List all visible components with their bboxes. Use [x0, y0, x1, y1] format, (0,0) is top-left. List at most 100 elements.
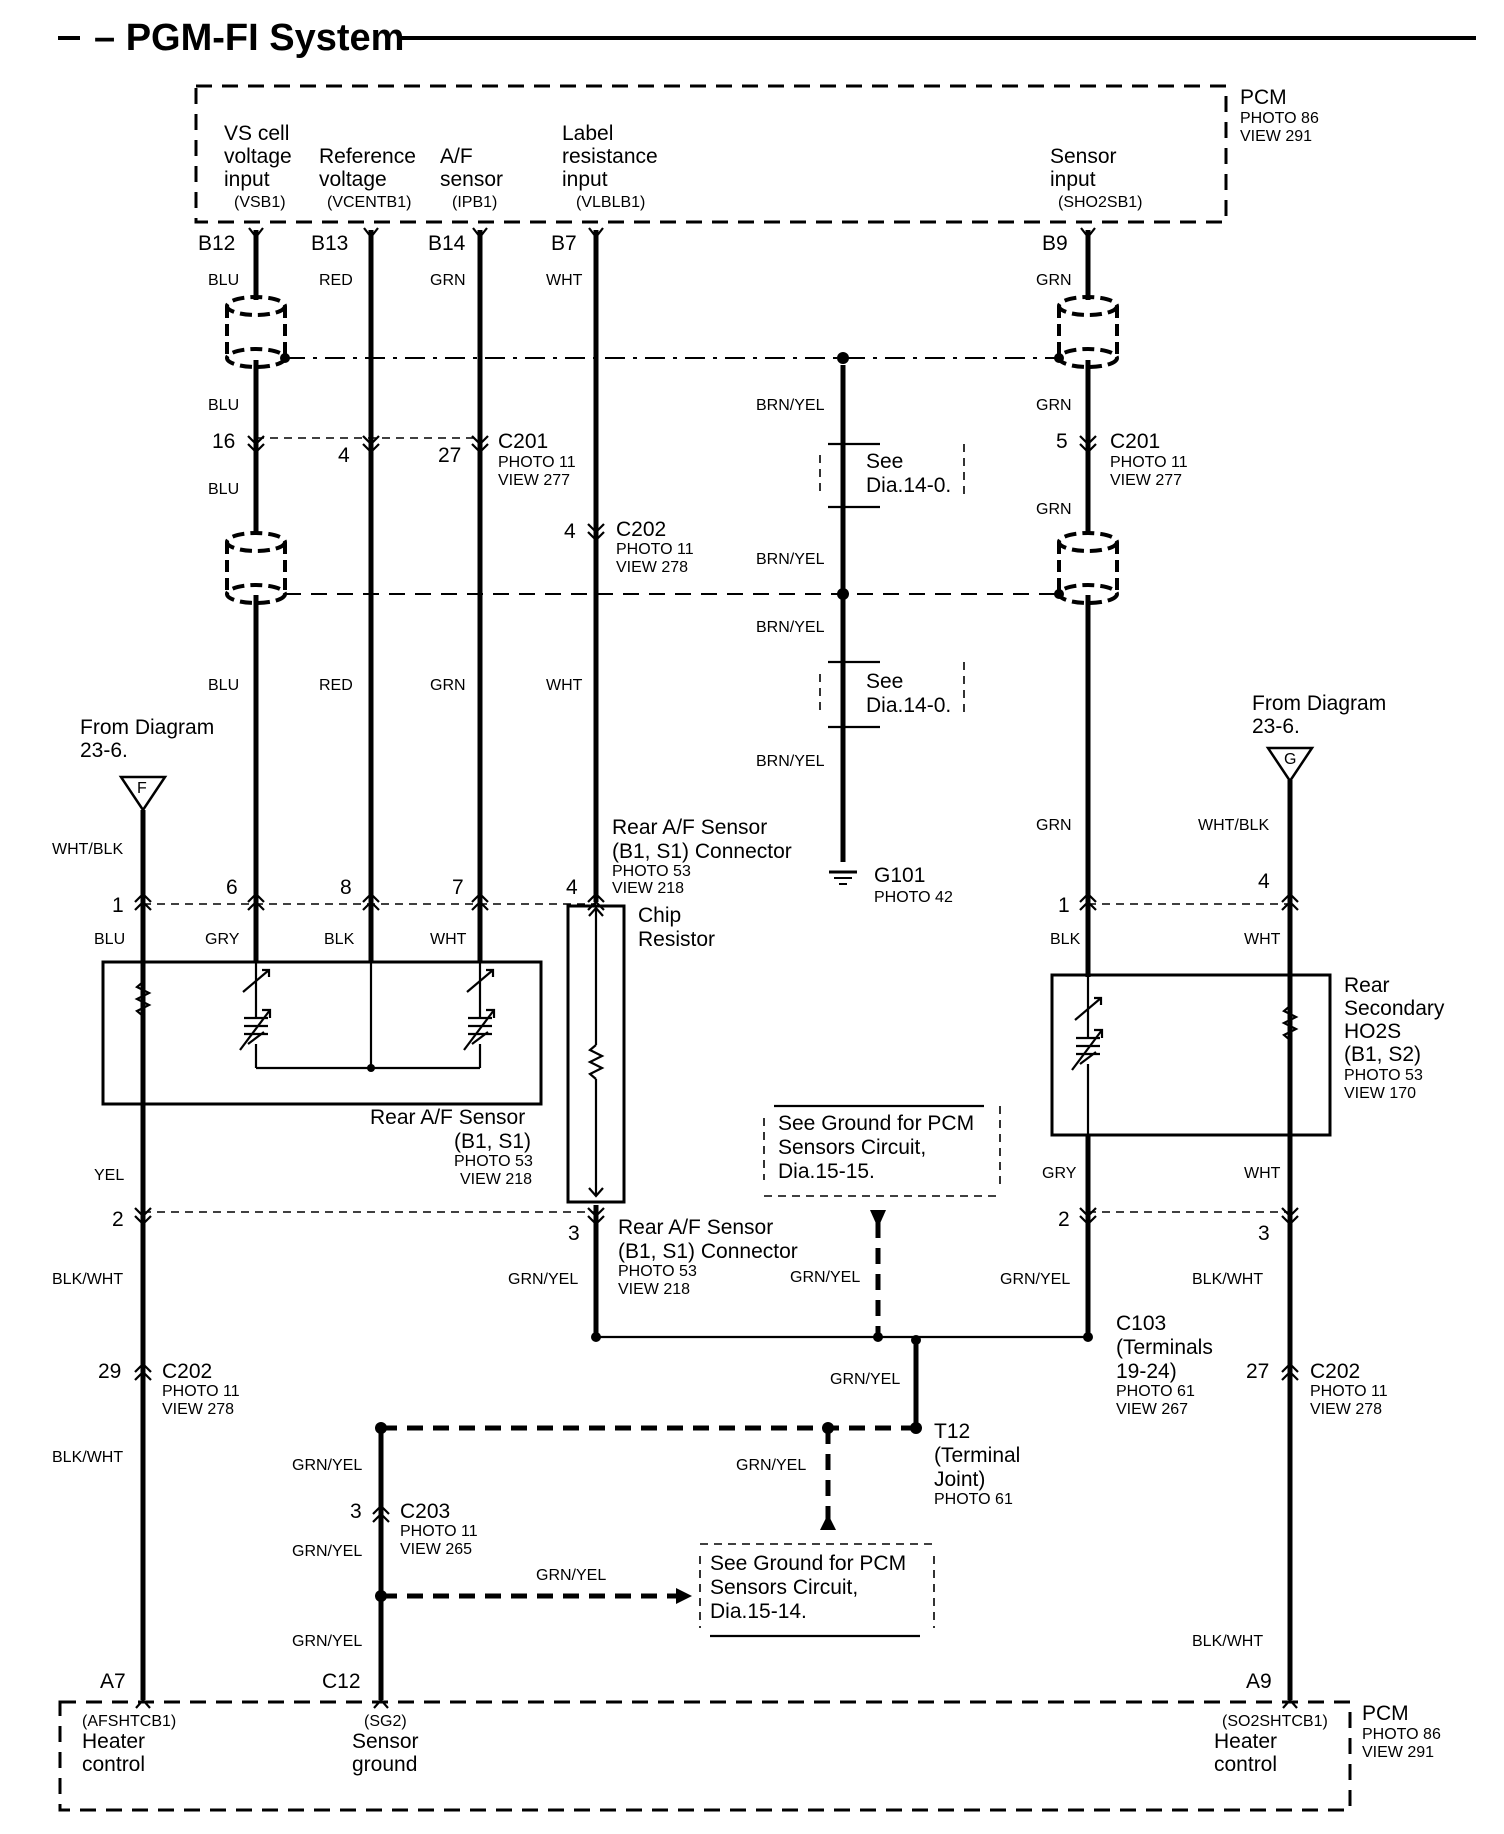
af-conn-pin-4: 4	[566, 876, 578, 899]
svg-text:Secondary: Secondary	[1344, 997, 1445, 1020]
wire-label-grnyel-8: GRN/YEL	[536, 1567, 606, 1584]
c203-label: C203 PHOTO 11 VIEW 265	[400, 1500, 478, 1558]
pcm-input-sensor: Sensor input (SHO2SB1)	[1050, 145, 1142, 211]
pin-b7: B7	[551, 232, 577, 255]
pcm-top-box	[194, 84, 1228, 224]
pin-b13: B13	[311, 232, 348, 255]
pin-c12: C12	[322, 1670, 361, 1693]
wire-label-wht-1: WHT	[546, 272, 583, 289]
svg-text:(AFSHTCB1): (AFSHTCB1)	[82, 1713, 176, 1730]
wire-label-wht-3: WHT	[430, 931, 467, 948]
pin-b9: B9	[1042, 232, 1068, 255]
svg-text:VIEW 277: VIEW 277	[498, 472, 570, 489]
svg-text:Rear A/F Sensor: Rear A/F Sensor	[612, 816, 767, 839]
svg-text:C202: C202	[162, 1360, 212, 1383]
af-connector-bottom-label: Rear A/F Sensor (B1, S1) Connector PHOTO…	[618, 1216, 798, 1298]
svg-text:C103: C103	[1116, 1312, 1166, 1335]
page-title: – PGM-FI System	[94, 17, 404, 59]
svg-text:input: input	[562, 168, 608, 191]
wire-label-grnyel-3: GRN/YEL	[1000, 1271, 1070, 1288]
svg-text:PCM: PCM	[1240, 86, 1287, 109]
pcm-bottom-pin-marks	[135, 1698, 1298, 1709]
svg-text:input: input	[224, 168, 270, 191]
svg-text:PHOTO 53: PHOTO 53	[454, 1153, 533, 1170]
svg-text:23-6.: 23-6.	[1252, 715, 1300, 738]
wire-label-blk-1: BLK	[324, 931, 355, 948]
wire-label-red-2: RED	[319, 677, 353, 694]
pcm-top-label: PCM PHOTO 86 VIEW 291	[1240, 86, 1319, 145]
c201-pin-4: 4	[338, 444, 350, 467]
ground-arrow-15-14-horizontal	[375, 1588, 692, 1604]
af-connector-top-pin-marks	[134, 892, 605, 911]
c202-left-label: C202 PHOTO 11 VIEW 278	[162, 1360, 240, 1418]
svg-text:(Terminals: (Terminals	[1116, 1336, 1213, 1359]
wire-label-blkwht-3: BLK/WHT	[52, 1449, 123, 1466]
svg-text:Sensors Circuit,: Sensors Circuit,	[710, 1576, 858, 1599]
svg-text:PHOTO 42: PHOTO 42	[874, 889, 953, 906]
svg-text:(IPB1): (IPB1)	[452, 194, 497, 211]
svg-text:VIEW 278: VIEW 278	[616, 559, 688, 576]
svg-text:See Ground for PCM: See Ground for PCM	[778, 1112, 974, 1135]
pcm-input-vs-cell: VS cell voltage input (VSB1)	[224, 122, 292, 211]
svg-text:Sensor: Sensor	[352, 1730, 419, 1753]
svg-text:Dia.14-0.: Dia.14-0.	[866, 694, 951, 717]
svg-text:See: See	[866, 450, 903, 473]
svg-text:A/F: A/F	[440, 145, 473, 168]
c202-right-pin-mark	[1281, 1362, 1299, 1381]
af-sensor-internals	[134, 962, 496, 1104]
svg-text:See: See	[866, 670, 903, 693]
pcm-top-pin-marks	[248, 227, 1096, 239]
af-conn-pin-6: 6	[226, 876, 238, 899]
af-sensor-box	[101, 960, 543, 1106]
svg-text:C201: C201	[498, 430, 548, 453]
pcm-output-sensor-ground: (SG2) Sensor ground	[352, 1713, 419, 1776]
wire-label-wht-2: WHT	[546, 677, 583, 694]
svg-text:PHOTO 11: PHOTO 11	[1110, 454, 1188, 471]
af-connector-bottom-pin-marks	[134, 1207, 605, 1226]
wire-label-grnyel-5: GRN/YEL	[292, 1457, 362, 1474]
svg-text:voltage: voltage	[224, 145, 292, 168]
svg-text:VIEW 291: VIEW 291	[1362, 1744, 1434, 1761]
svg-text:C203: C203	[400, 1500, 450, 1523]
svg-text:VIEW 265: VIEW 265	[400, 1541, 472, 1558]
svg-text:PHOTO 86: PHOTO 86	[1362, 1726, 1441, 1743]
svg-text:(VLBLB1): (VLBLB1)	[576, 194, 645, 211]
see-ground-dia-15-14: See Ground for PCM Sensors Circuit, Dia.…	[699, 1543, 935, 1638]
wire-label-grn-6: GRN	[1036, 817, 1072, 834]
ground-arrow-15-15	[870, 1210, 886, 1337]
chip-resistor: Chip Resistor	[566, 904, 715, 1204]
pcm-bottom-label: PCM PHOTO 86 VIEW 291	[1362, 1702, 1441, 1761]
wire-label-grnyel-7: GRN/YEL	[292, 1543, 362, 1560]
ho2s-label: Rear Secondary HO2S (B1, S2) PHOTO 53 VI…	[1344, 974, 1445, 1102]
svg-text:Rear A/F Sensor: Rear A/F Sensor	[370, 1106, 525, 1129]
wire-label-grn-1: GRN	[430, 272, 466, 289]
svg-text:resistance: resistance	[562, 145, 658, 168]
svg-text:Heater: Heater	[82, 1730, 145, 1753]
c201-label-right: C201 PHOTO 11 VIEW 277	[1110, 430, 1188, 489]
wire-label-blkwht-1: BLK/WHT	[52, 1271, 123, 1288]
ho2s-pin-2: 2	[1058, 1208, 1070, 1231]
wire-label-grnyel-1: GRN/YEL	[508, 1271, 578, 1288]
svg-text:Dia.15-15.: Dia.15-15.	[778, 1160, 875, 1183]
wire-label-grn-2: GRN	[1036, 272, 1072, 289]
ho2s-connector-top-pin-marks	[1079, 892, 1299, 911]
svg-text:(B1, S1): (B1, S1)	[454, 1130, 531, 1153]
svg-text:T12: T12	[934, 1420, 970, 1443]
svg-text:PHOTO 61: PHOTO 61	[1116, 1383, 1195, 1400]
pcm-bottom-box	[58, 1700, 1352, 1812]
c203-pin: 3	[350, 1500, 362, 1523]
ground-g101: G101 PHOTO 42	[829, 864, 953, 906]
svg-text:input: input	[1050, 168, 1096, 191]
svg-text:C202: C202	[1310, 1360, 1360, 1383]
wire-label-brnyel-1: BRN/YEL	[756, 397, 825, 414]
svg-text:PHOTO 11: PHOTO 11	[498, 454, 576, 471]
svg-text:PHOTO 53: PHOTO 53	[618, 1263, 697, 1280]
wire-label-blu-5: BLU	[94, 931, 125, 948]
pin-b14: B14	[428, 232, 466, 255]
af-conn-pin-7: 7	[452, 876, 464, 899]
see-ground-dia-15-15: See Ground for PCM Sensors Circuit, Dia.…	[763, 1104, 1001, 1197]
svg-text:(B1, S1) Connector: (B1, S1) Connector	[612, 840, 792, 863]
ho2s-connector-bottom-pin-marks	[1079, 1207, 1299, 1226]
wire-label-brnyel-3: BRN/YEL	[756, 619, 825, 636]
svg-text:Resistor: Resistor	[638, 928, 715, 951]
